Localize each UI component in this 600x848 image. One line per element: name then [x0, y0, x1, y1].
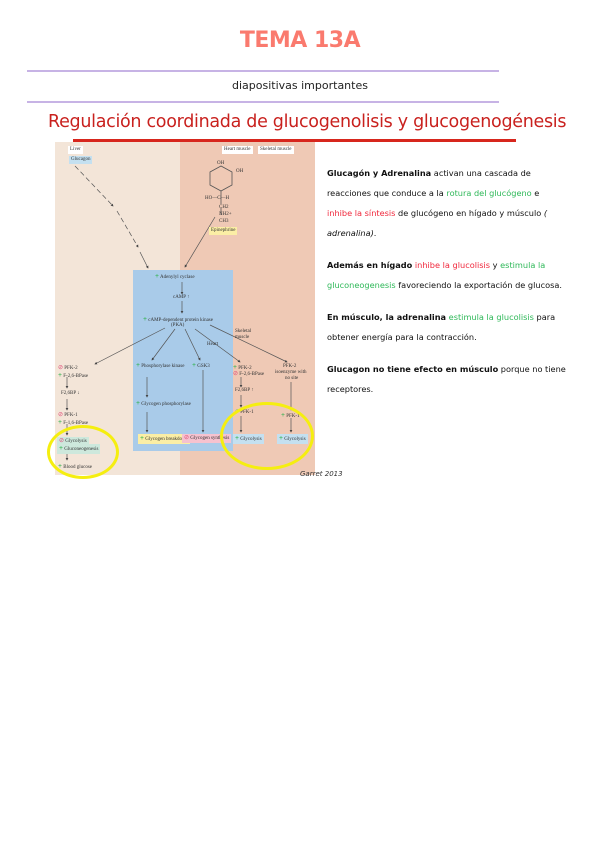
pka-abbr: (PKA) — [171, 323, 185, 328]
slide-title: Regulación coordinada de glucogenolisis … — [48, 112, 567, 132]
glycogen-breakdown: + Glycogen breakdown — [138, 434, 191, 444]
stimulate-icon: + — [233, 363, 237, 371]
heart-pfk2: + PFK-2 — [233, 363, 252, 372]
heart-fbpase2: ⊘ F-2,6-BPase — [233, 371, 265, 377]
stimulate-icon: + — [58, 418, 62, 426]
glycogen-phosphorylase: + Glycogen phosphorylase — [136, 399, 191, 408]
image-credit: Garret 2013 — [300, 470, 343, 478]
stimulate-icon: + — [155, 272, 159, 280]
glucagon-label: Glucagon — [69, 156, 93, 164]
note-paragraph-3: En músculo, la adrenalina estimula la gl… — [327, 312, 556, 342]
stimulate-icon: + — [136, 399, 140, 407]
gsk3: + GSK3 — [192, 361, 210, 370]
skeletal-muscle-branch-label: Skeletal muscle — [235, 329, 252, 340]
epinephrine-label: Epinephrine — [209, 227, 238, 235]
inhibit-icon: ⊘ — [233, 371, 239, 377]
stimulate-icon: + — [58, 371, 62, 379]
top-rule — [27, 70, 499, 72]
liver-pfk1: ⊘ PFK-1 — [58, 412, 78, 418]
note-paragraph-1: Glucagón y Adrenalina activan una cascad… — [327, 168, 548, 238]
note-paragraph-4: Glucagon no tiene efecto en músculo porq… — [327, 364, 566, 394]
page-title: TEMA 13A — [239, 28, 361, 53]
bottom-rule — [27, 101, 499, 103]
stimulate-icon: + — [136, 361, 140, 369]
inhibit-icon: ⊘ — [58, 412, 64, 418]
structure-choh: HO—C—H — [205, 196, 230, 201]
liver-label: Liver — [68, 146, 83, 154]
inhibit-icon: ⊘ — [58, 365, 64, 371]
liver-pfk2: ⊘ PFK-2 — [58, 365, 78, 371]
structure-ch2: CH2 — [219, 205, 229, 210]
page-subtitle: diapositivas importantes — [232, 79, 368, 92]
slide-notes: Glucagón y Adrenalina activan una cascad… — [327, 163, 567, 411]
highlight-circle-muscle — [220, 402, 314, 470]
liver-f26bp: F2,6BP ↓ — [61, 391, 80, 396]
highlight-circle-liver — [47, 425, 119, 479]
camp-label: cAMP ↑ — [173, 295, 190, 300]
pka-label: + cAMP-dependent protein kinase — [143, 315, 213, 324]
skeletal-pfk2: PFK-2 — [283, 364, 297, 369]
camp-cascade-panel — [133, 270, 233, 451]
regulation-diagram: Liver Glucagon Heart muscle Skeletal mus… — [47, 142, 315, 479]
liver-fbpase1: + F-1,6-BPase — [58, 418, 89, 427]
heart-f26bp: F2,6BP ↑ — [235, 388, 254, 393]
heart-muscle-label: Heart muscle — [222, 146, 253, 154]
skeletal-pfk2-nosite: no site — [285, 376, 299, 381]
structure-nh2: NH2+ — [219, 212, 232, 217]
heart-branch-label: Heart — [207, 342, 219, 347]
skeletal-muscle-label: Skeletal muscle — [258, 146, 294, 154]
liver-fbpase2: + F-2,6-BPase — [58, 371, 89, 380]
glycogen-synthesis: ⊘ Glycogen synthesis — [182, 434, 232, 443]
adenylyl-cyclase-label: + Adenylyl cyclase — [155, 272, 195, 281]
slide-title-underline — [73, 139, 516, 142]
inhibit-icon: ⊘ — [184, 435, 190, 441]
structure-ch3: CH3 — [219, 219, 229, 224]
stimulate-icon: + — [192, 361, 196, 369]
structure-oh2: OH — [236, 169, 244, 174]
structure-oh1: OH — [217, 161, 225, 166]
skeletal-pfk2-isoenzyme: isoenzyme with — [275, 370, 307, 375]
note-paragraph-2: Además en hígado inhibe la glucolisis y … — [327, 260, 562, 290]
stimulate-icon: + — [143, 315, 147, 323]
phosphorylase-kinase: + Phosphorylase kinase — [136, 361, 185, 370]
stimulate-icon: + — [140, 434, 144, 442]
